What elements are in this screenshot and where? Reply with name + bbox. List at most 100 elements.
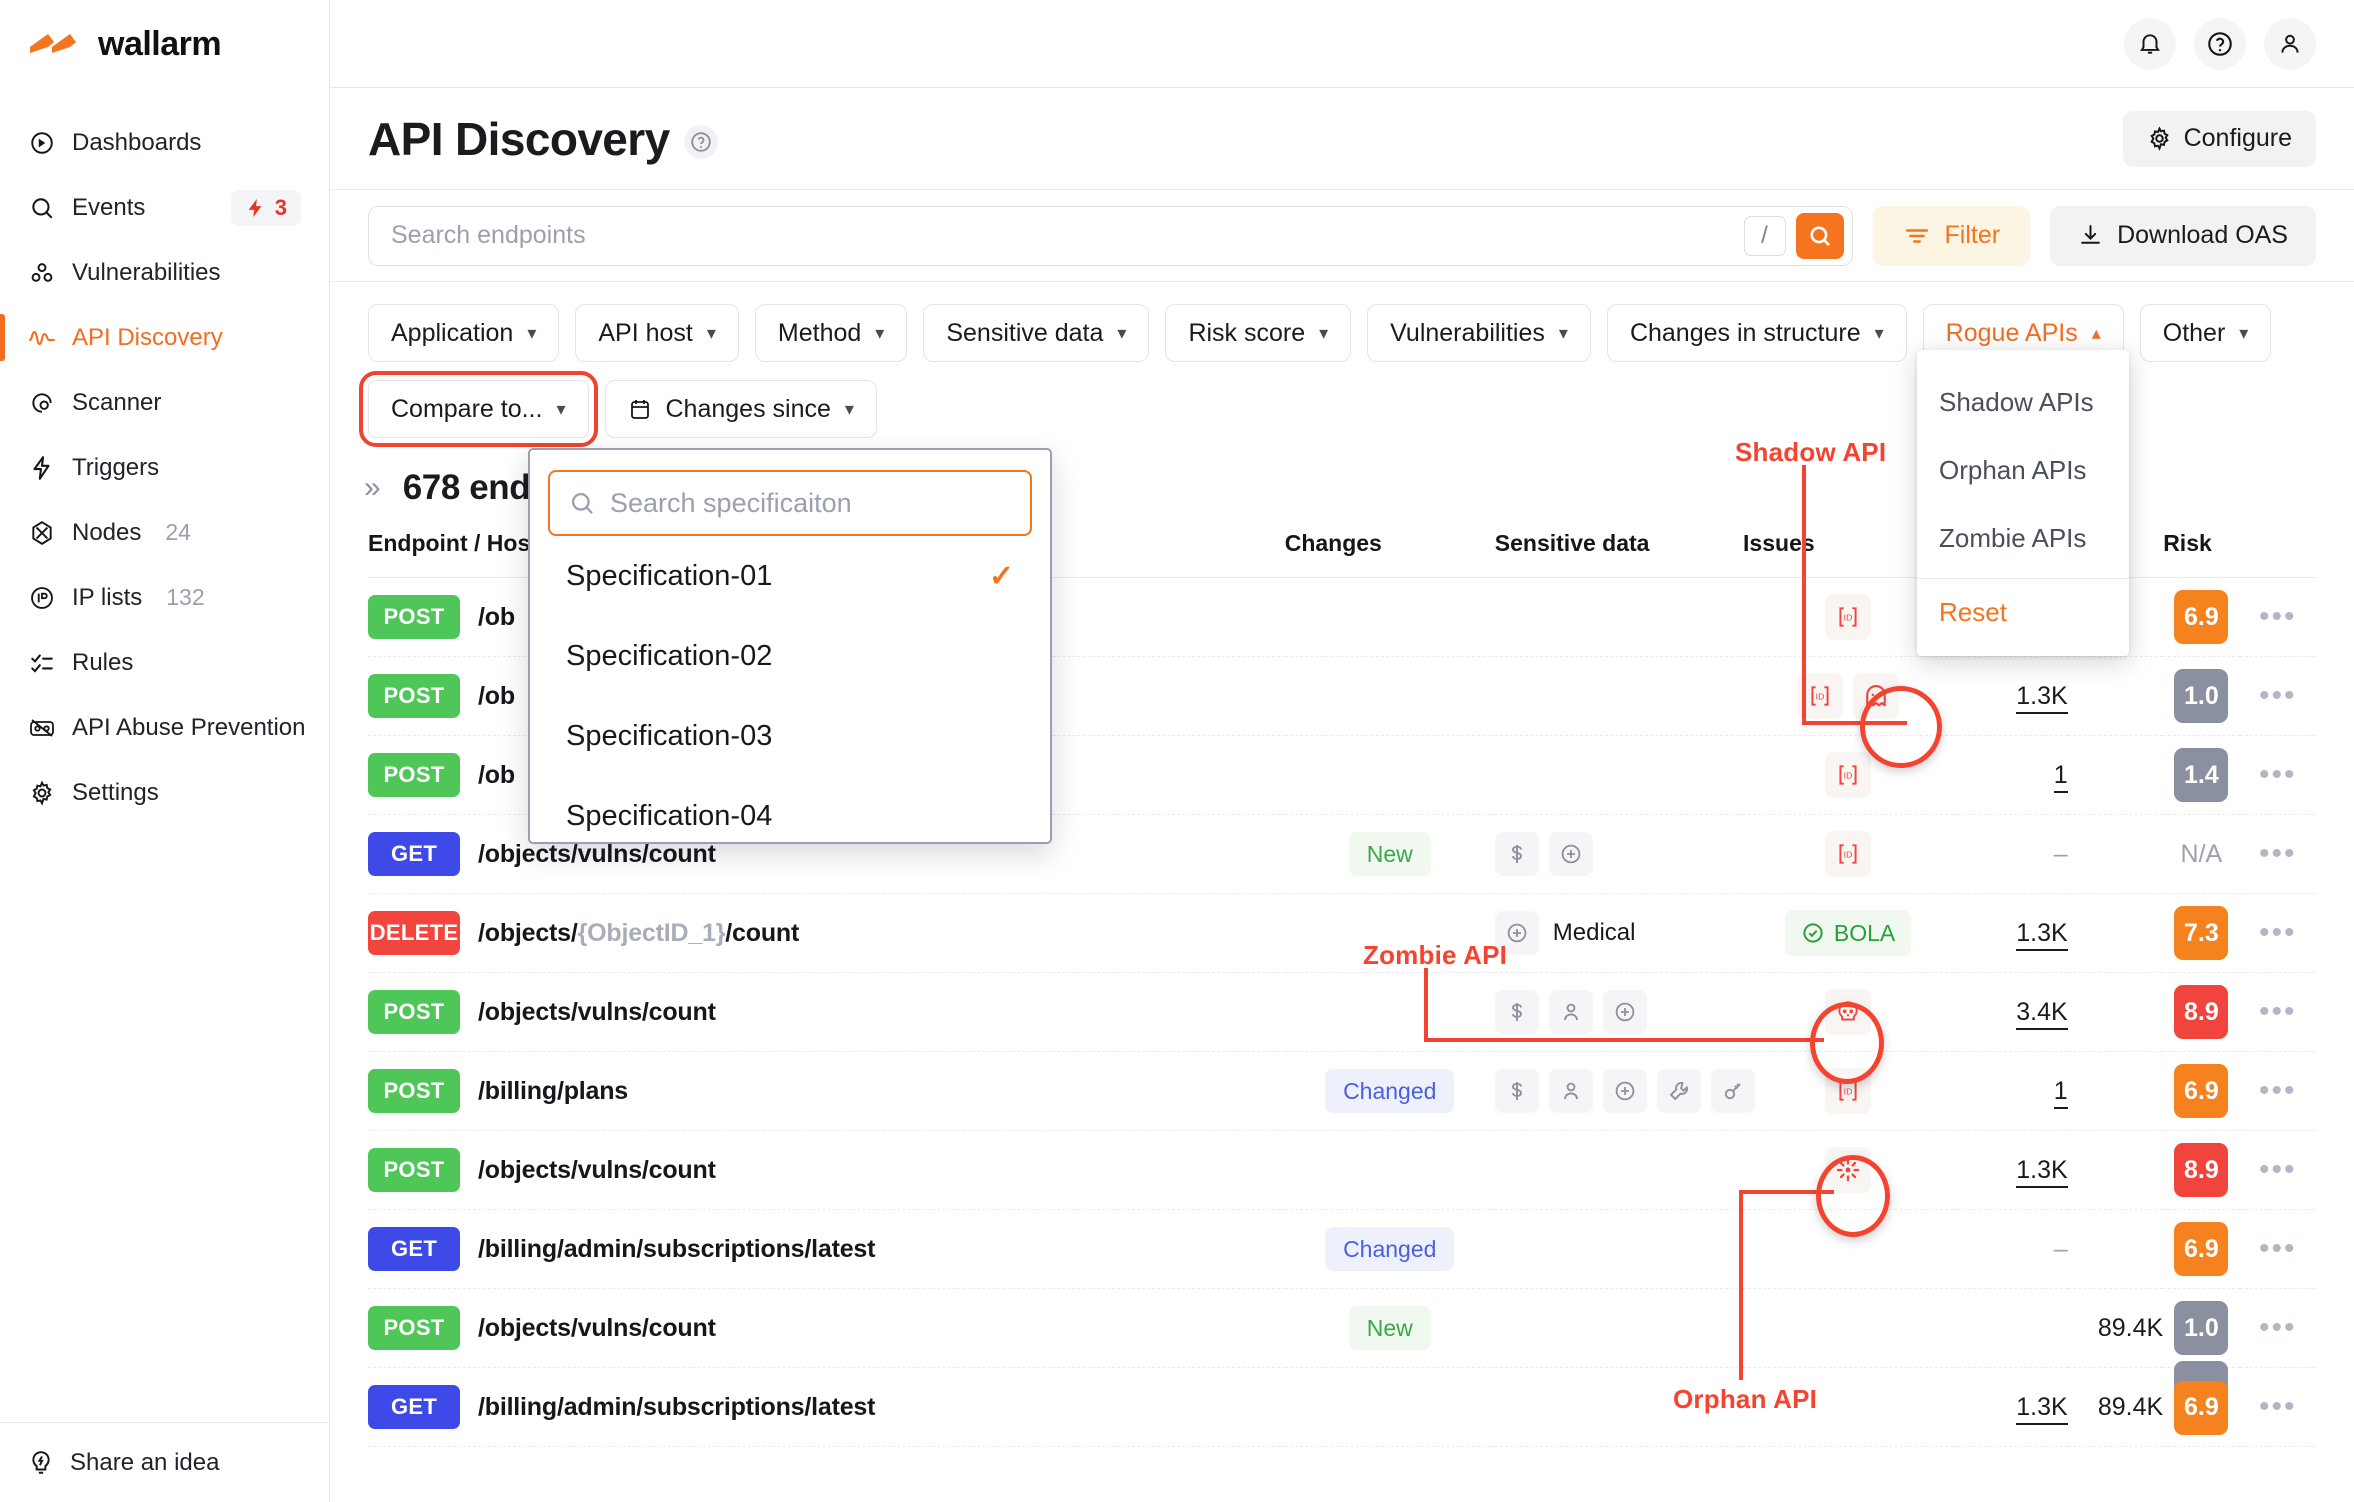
- annotation-shadow-api-ring: [1860, 686, 1942, 768]
- key-icon[interactable]: [1710, 1069, 1755, 1113]
- calendar-icon: [628, 397, 652, 421]
- table-row[interactable]: GET/billing/admin/subscriptions/latest 1…: [368, 1360, 2316, 1447]
- row-menu-icon[interactable]: •••: [2259, 994, 2297, 1028]
- menu-item-zombie-apis[interactable]: Zombie APIs: [1939, 522, 2087, 553]
- risk-cell: 1.0: [2163, 656, 2240, 736]
- filter-button[interactable]: Filter: [1872, 205, 2031, 266]
- filter-chip-other[interactable]: Other ▾: [2139, 304, 2272, 362]
- table-row[interactable]: POST/objects/vulns/count New 89.4K 1.0 •…: [368, 1288, 2316, 1368]
- hits-value[interactable]: 1.3K: [2016, 681, 2068, 714]
- hits-value[interactable]: 1.3K: [2016, 918, 2068, 951]
- medical-icon[interactable]: [1602, 990, 1647, 1034]
- filter-chip-risk-score[interactable]: Risk score ▾: [1165, 304, 1352, 362]
- filter-chip-vulnerabilities[interactable]: Vulnerabilities ▾: [1367, 304, 1591, 362]
- filter-chip-compare-to[interactable]: Compare to... ▾: [359, 371, 598, 447]
- sidebar-item-api-discovery[interactable]: API Discovery: [0, 305, 329, 370]
- specification-option-01[interactable]: Specification-01 ✓: [542, 536, 1038, 616]
- row-menu-icon[interactable]: •••: [2259, 1231, 2297, 1265]
- column-header-sensitive-data[interactable]: Sensitive data: [1494, 530, 1744, 578]
- user-profile-button[interactable]: [2264, 17, 2316, 70]
- dollar-icon[interactable]: [1494, 832, 1539, 876]
- sidebar-item-dashboards[interactable]: Dashboards: [0, 110, 329, 175]
- specification-option-02[interactable]: Specification-02: [542, 616, 1038, 696]
- search-input[interactable]: [391, 221, 1734, 250]
- table-row[interactable]: POST/billing/plans Changed: [368, 1051, 2316, 1131]
- search-submit-button[interactable]: [1795, 212, 1844, 259]
- wrench-icon[interactable]: [1656, 1069, 1701, 1113]
- filter-chip-api-host[interactable]: API host ▾: [575, 304, 739, 362]
- row-menu-icon[interactable]: •••: [2259, 678, 2297, 712]
- specification-option-03[interactable]: Specification-03: [542, 696, 1038, 776]
- specification-search-box[interactable]: [548, 470, 1032, 536]
- person-icon[interactable]: [1548, 1069, 1593, 1113]
- table-row[interactable]: GET/billing/admin/subscriptions/latest C…: [368, 1209, 2316, 1289]
- sidebar-item-nodes[interactable]: Nodes 24: [0, 500, 329, 565]
- sidebar-item-events[interactable]: Events 3: [0, 175, 329, 240]
- row-menu-icon[interactable]: •••: [2259, 599, 2297, 633]
- menu-item-shadow-apis[interactable]: Shadow APIs: [1939, 386, 2094, 417]
- bola-badge[interactable]: BOLA: [1784, 910, 1912, 956]
- sidebar-item-rules[interactable]: Rules: [0, 630, 329, 695]
- search-endpoints-box[interactable]: /: [368, 205, 1853, 266]
- sidebar-item-vulnerabilities[interactable]: Vulnerabilities: [0, 240, 329, 305]
- sidebar-item-triggers[interactable]: Triggers: [0, 435, 329, 500]
- question-circle-icon[interactable]: [683, 124, 718, 159]
- hits-value[interactable]: 1: [2053, 1076, 2068, 1109]
- risk-badge: 1.0: [2174, 1301, 2229, 1355]
- help-button[interactable]: [2194, 17, 2246, 70]
- sidebar-item-scanner[interactable]: Scanner: [0, 370, 329, 435]
- sensitive-data-cell: [1494, 814, 1744, 894]
- filter-chip-sensitive-data[interactable]: Sensitive data ▾: [923, 304, 1150, 362]
- brand-logo[interactable]: wallarm: [0, 0, 329, 88]
- column-header-changes[interactable]: Changes: [1284, 530, 1495, 578]
- row-menu-icon[interactable]: •••: [2259, 1310, 2297, 1344]
- hits-value[interactable]: 1.3K: [2016, 1392, 2068, 1425]
- row-menu-icon[interactable]: •••: [2259, 757, 2297, 791]
- person-icon[interactable]: [1548, 990, 1593, 1034]
- filter-chip-changes-since[interactable]: Changes since ▾: [604, 380, 877, 438]
- table-row[interactable]: GET/objects/vulns/count New ID: [368, 814, 2316, 894]
- actions-cell: •••: [2239, 1367, 2316, 1447]
- configure-button[interactable]: Configure: [2122, 110, 2316, 167]
- events-badge-count: 3: [274, 194, 287, 220]
- hits-cell: –: [1953, 814, 2068, 894]
- id-icon[interactable]: ID: [1825, 594, 1872, 640]
- medical-icon[interactable]: [1602, 1069, 1647, 1113]
- events-badge[interactable]: 3: [230, 189, 301, 226]
- filter-chip-application[interactable]: Application ▾: [368, 304, 560, 362]
- specification-search-input[interactable]: [610, 487, 1012, 519]
- medical-icon[interactable]: [1494, 911, 1539, 955]
- id-icon[interactable]: ID: [1825, 752, 1872, 798]
- row-menu-icon[interactable]: •••: [2259, 1073, 2297, 1107]
- table-row[interactable]: DELETE /objects/{ObjectID_1}/count Medic…: [368, 893, 2316, 973]
- download-oas-button[interactable]: Download OAS: [2050, 205, 2316, 266]
- sidebar-item-settings[interactable]: Settings: [0, 760, 329, 825]
- row-menu-icon[interactable]: •••: [2259, 836, 2297, 870]
- filter-chip-method[interactable]: Method ▾: [754, 304, 908, 362]
- dollar-icon[interactable]: [1494, 1069, 1539, 1113]
- menu-item-reset[interactable]: Reset: [1917, 578, 2129, 646]
- sidebar-item-api-abuse-prevention[interactable]: API Abuse Prevention: [0, 695, 329, 760]
- risk-badge: N/A: [2180, 839, 2223, 868]
- table-row[interactable]: POST/objects/vulns/count: [368, 1130, 2316, 1210]
- row-menu-icon[interactable]: •••: [2259, 1152, 2297, 1186]
- filter-chip-label: Vulnerabilities: [1390, 318, 1545, 347]
- specification-option-04[interactable]: Specification-04: [542, 776, 1038, 856]
- id-icon[interactable]: ID: [1825, 831, 1872, 877]
- table-row[interactable]: POST/objects/vulns/count: [368, 972, 2316, 1052]
- row-menu-icon[interactable]: •••: [2259, 1389, 2297, 1423]
- share-an-idea-button[interactable]: Share an idea: [0, 1422, 329, 1502]
- notifications-button[interactable]: [2124, 17, 2176, 70]
- filter-chip-changes-in-structure[interactable]: Changes in structure ▾: [1606, 304, 1907, 362]
- menu-item-orphan-apis[interactable]: Orphan APIs: [1939, 454, 2087, 485]
- medical-icon[interactable]: [1548, 832, 1593, 876]
- sidebar-item-ip-lists[interactable]: IP lists 132: [0, 565, 329, 630]
- sidebar-spacer: [0, 825, 329, 1422]
- hits-value[interactable]: 3.4K: [2016, 997, 2068, 1030]
- column-header-risk[interactable]: Risk: [2163, 530, 2240, 578]
- dollar-icon[interactable]: [1494, 990, 1539, 1034]
- row-menu-icon[interactable]: •••: [2259, 915, 2297, 949]
- hits-value[interactable]: 1.3K: [2016, 1155, 2068, 1188]
- chevron-double-right-icon[interactable]: »: [364, 471, 381, 504]
- hits-value[interactable]: 1: [2053, 760, 2068, 793]
